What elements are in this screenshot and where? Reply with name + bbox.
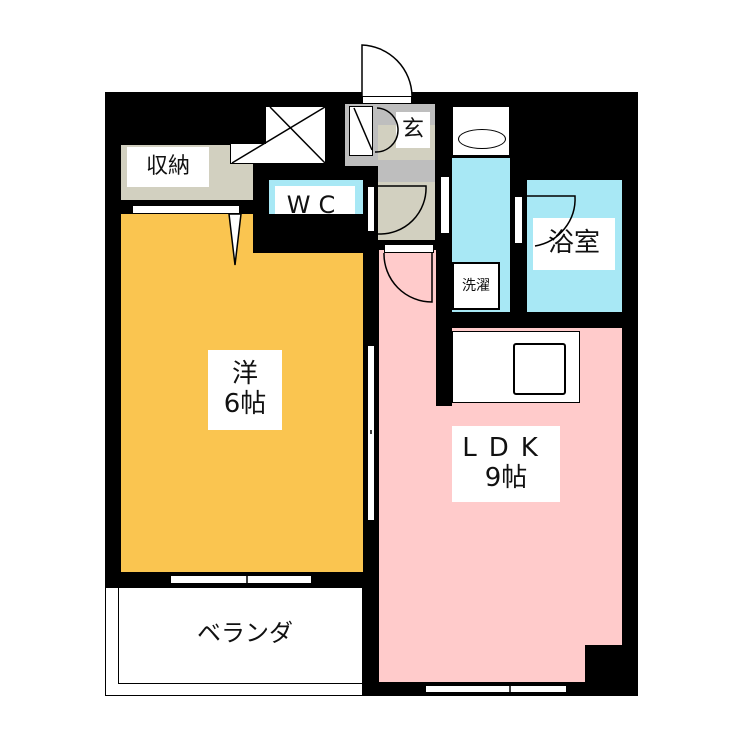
western-room-label: 洋 6帖 [208,350,282,430]
ldk-label: LDK 9帖 [452,426,560,502]
wc-door[interactable] [367,186,375,232]
storage-label: 収納 [127,147,209,187]
ldk-window[interactable] [425,685,567,693]
veranda [105,588,363,696]
entrance-label: 玄 [396,112,430,148]
kitchen-wall [436,312,452,406]
sink-basin [458,129,506,149]
bathroom-door[interactable] [514,196,523,244]
washer-label: 洗濯 [456,268,496,304]
ldk-type: LDK [462,433,550,464]
cabinet-cut [230,106,266,144]
veranda-window[interactable] [170,575,312,584]
western-room-size: 6帖 [223,389,267,419]
ldk-hall-door-sill [384,244,434,253]
storage-door[interactable] [132,205,240,214]
entrance-step [378,160,435,182]
kitchen-sink [513,343,566,395]
shoe-cabinet [349,106,373,156]
western-room-type: 洋 [231,359,258,390]
ldk-size: 9帖 [484,463,528,493]
veranda-rail [118,588,363,684]
front-door-sill [362,96,412,104]
wc-wall-notch [253,214,363,253]
washroom-door[interactable] [440,176,450,234]
bathroom-label: 浴室 [533,218,615,270]
ldk-corner-pillar [585,645,622,682]
veranda-label: ベランダ [197,618,293,647]
